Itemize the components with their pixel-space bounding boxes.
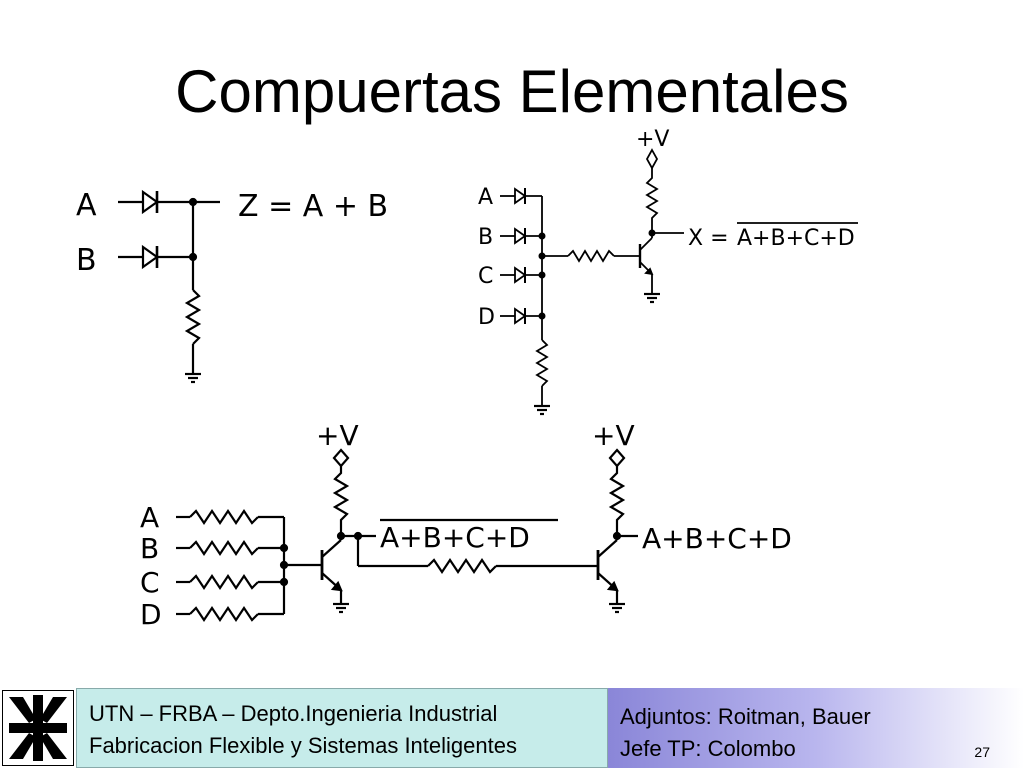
- d3-input-d: D: [140, 598, 162, 631]
- d2-input-b: B: [478, 225, 493, 250]
- d3-supply-2: +V: [592, 419, 635, 452]
- diode-b-icon: [141, 244, 159, 270]
- d2-output-expression: A+B+C+D: [737, 226, 855, 251]
- diode-or-circuit: [118, 189, 220, 384]
- footer-jefe-tp: Jefe TP: Colombo: [620, 736, 796, 761]
- dtl-nor-circuit: [500, 148, 858, 416]
- page-number: 27: [974, 744, 990, 760]
- footer-adjuntos: Adjuntos: Roitman, Bauer: [620, 704, 871, 729]
- d2-input-c: C: [478, 264, 493, 289]
- d2-supply-label: +V: [636, 127, 669, 152]
- rtl-circuit: [176, 448, 638, 622]
- footer-course: Fabricacion Flexible y Sistemas Intelige…: [89, 733, 517, 758]
- footer-institution: UTN – FRBA – Depto.Ingenieria Industrial: [89, 701, 498, 726]
- footer-staff-panel: Adjuntos: Roitman, Bauer Jefe TP: Colomb…: [608, 688, 1024, 768]
- slide-title: Compuertas Elementales: [175, 58, 849, 125]
- diode-a-icon: [141, 189, 159, 215]
- d1-input-b: B: [76, 243, 97, 278]
- resistor-icon: [184, 289, 202, 345]
- logic-gates-diagram: A B Z = A + B +V A B C D X = A+B+C+D: [76, 127, 858, 631]
- footer-institution-panel: UTN – FRBA – Depto.Ingenieria Industrial…: [76, 688, 608, 768]
- d3-input-a: A: [140, 501, 159, 534]
- d3-input-b: B: [140, 532, 159, 565]
- d1-input-a: A: [76, 188, 97, 223]
- utn-logo-icon: [2, 690, 74, 766]
- slide-footer: UTN – FRBA – Depto.Ingenieria Industrial…: [0, 688, 1024, 768]
- d2-output-prefix: X =: [688, 226, 729, 251]
- d2-input-a: A: [478, 185, 493, 210]
- d3-supply-1: +V: [316, 419, 359, 452]
- d3-input-c: C: [140, 566, 160, 599]
- ground-icon: [183, 372, 203, 384]
- d3-or-output: A+B+C+D: [642, 522, 792, 555]
- d2-input-d: D: [478, 305, 495, 330]
- d1-output-label: Z = A + B: [238, 189, 388, 224]
- d3-nor-output: A+B+C+D: [380, 521, 530, 554]
